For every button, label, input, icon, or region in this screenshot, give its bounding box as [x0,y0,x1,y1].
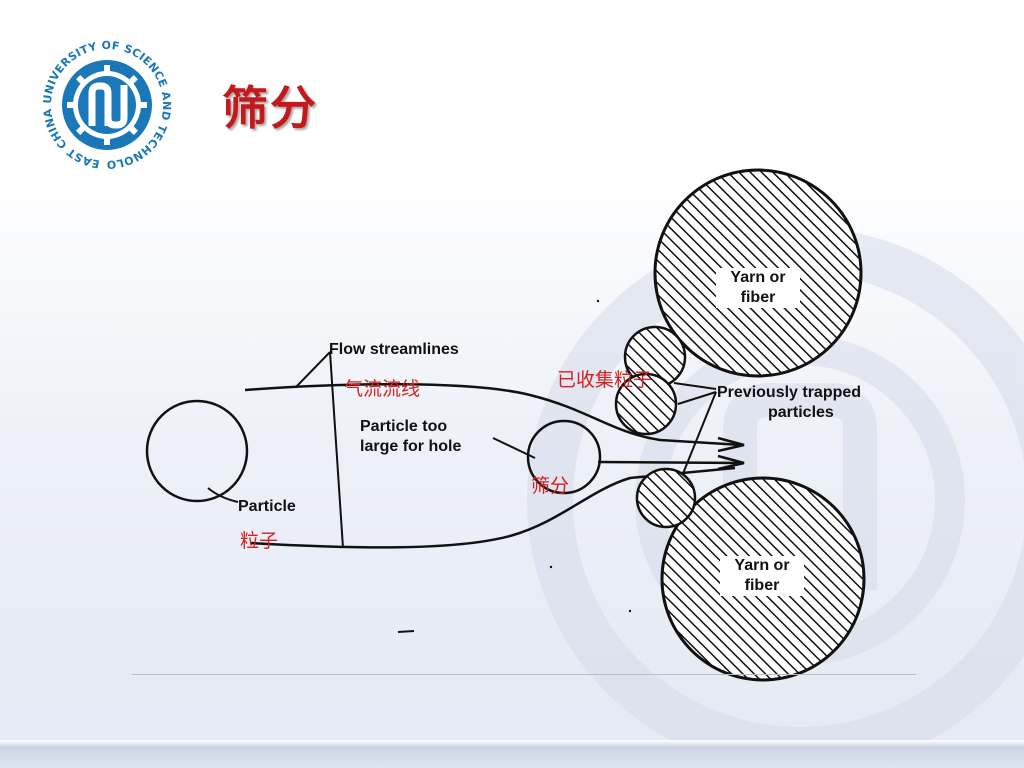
annotation-particle-cn: 粒子 [240,530,279,552]
particle-circle [145,399,249,503]
label-yarn-top-line1: Yarn or [730,269,786,286]
label-yarn-bottom-line1: Yarn or [734,557,790,574]
label-yarn-bottom: Yarn or fiber [720,556,804,596]
label-particle: Particle [238,498,296,515]
label-particle-too-large-line2: large for hole [360,438,462,455]
streamline-lower [249,466,736,549]
label-yarn-top: Yarn or fiber [716,268,800,308]
divider-line [132,674,916,675]
label-particle-too-large-line1: Particle too [360,418,448,435]
slide-title: 筛分 [222,81,318,135]
annotation-streamlines-cn: 气流流线 [344,378,421,400]
label-previously-trapped-line1: Previously trapped [717,384,862,401]
annotation-collected-cn: 已收集粒子 [557,369,653,391]
label-yarn-top-line2: fiber [740,289,776,306]
streamline-middle [597,460,743,465]
trapped-particle-2 [614,372,678,436]
label-previously-trapped-line2: particles [768,404,834,421]
streamline-upper [244,382,743,447]
annotation-sieving-cn: 筛分 [531,475,570,497]
arrowhead-1 [717,436,745,453]
university-logo: EAST CHINA UNIVERSITY OF SCIENCE AND TEC… [30,38,173,171]
arrowhead-2 [717,454,745,471]
label-flow-streamlines: Flow streamlines [329,341,459,358]
large-particle-circle [526,419,602,495]
trapped-particle-3 [635,467,697,529]
label-yarn-bottom-line2: fiber [744,577,780,594]
bottom-bar [0,740,1024,768]
